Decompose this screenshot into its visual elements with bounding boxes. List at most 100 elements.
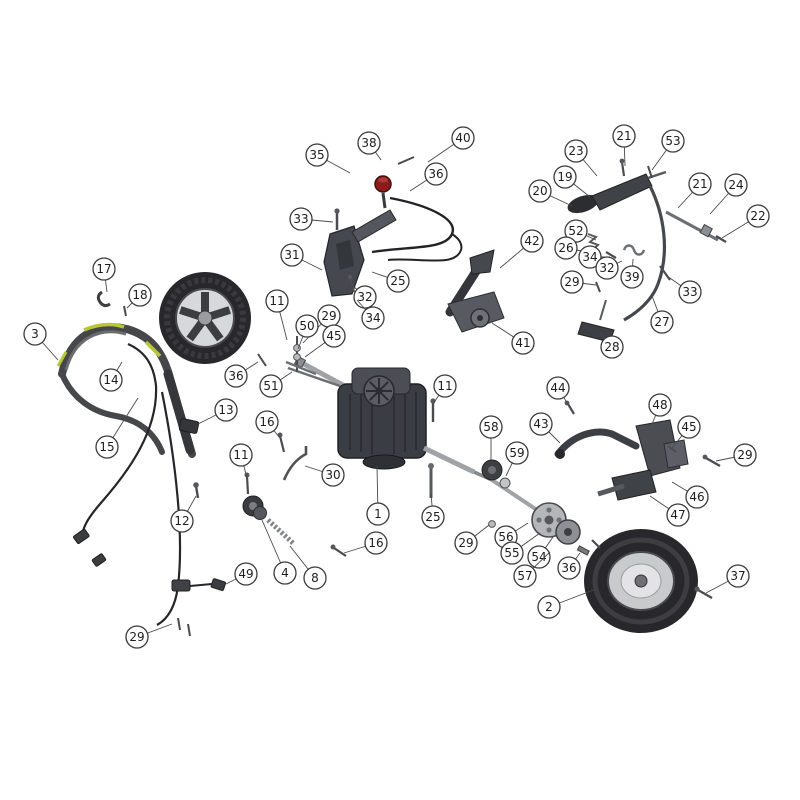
callout-balloon	[479, 415, 503, 439]
callout-number: 55	[504, 546, 519, 560]
callout-33: 33	[678, 280, 702, 304]
callout-balloon	[553, 165, 577, 189]
callout-balloon	[433, 374, 457, 398]
callout-balloon	[295, 314, 319, 338]
callout-balloon	[520, 229, 544, 253]
callout-balloon	[620, 265, 644, 289]
callout-number: 23	[568, 144, 583, 158]
callout-31: 31	[280, 243, 304, 267]
callout-19: 19	[553, 165, 577, 189]
callout-59: 59	[505, 441, 529, 465]
callout-18: 18	[128, 283, 152, 307]
callout-number: 51	[263, 379, 278, 393]
callout-balloon	[546, 376, 570, 400]
callout-number: 39	[624, 270, 639, 284]
callout-number: 21	[616, 129, 631, 143]
callout-balloon	[677, 415, 701, 439]
callout-40: 40	[451, 126, 475, 150]
callout-number: 25	[425, 510, 440, 524]
callout-number: 36	[428, 167, 443, 181]
cable-clip	[96, 290, 111, 308]
callout-number: 31	[284, 248, 299, 262]
callout-37: 37	[726, 564, 750, 588]
callout-balloon	[505, 441, 529, 465]
callout-58: 58	[479, 415, 503, 439]
callout-balloon	[511, 331, 535, 355]
callout-number: 13	[218, 403, 233, 417]
callout-57: 57	[513, 564, 537, 588]
callout-number: 28	[604, 340, 619, 354]
shift-lever-assembly	[445, 249, 505, 333]
callout-number: 38	[361, 136, 376, 150]
callout-balloon	[564, 139, 588, 163]
callout-balloon	[528, 179, 552, 203]
callout-number: 16	[368, 536, 383, 550]
callout-balloon	[280, 243, 304, 267]
callout-balloon	[99, 368, 123, 392]
callout-number: 43	[533, 417, 548, 431]
callout-balloon	[612, 124, 636, 148]
spring	[266, 518, 296, 546]
callout-balloon	[229, 443, 253, 467]
callout-number: 29	[564, 275, 579, 289]
callout-balloon	[170, 509, 194, 533]
callout-number: 49	[238, 567, 253, 581]
callout-balloon	[255, 410, 279, 434]
callout-balloon	[650, 310, 674, 334]
callout-45: 45	[677, 415, 701, 439]
callout-balloon	[364, 531, 388, 555]
callout-54: 54	[527, 545, 551, 569]
callout-1: 1	[366, 502, 390, 526]
callout-number: 19	[557, 170, 572, 184]
callout-balloon	[234, 562, 258, 586]
callout-29: 29	[560, 270, 584, 294]
callout-28: 28	[600, 335, 624, 359]
callout-number: 59	[509, 446, 524, 460]
callout-29: 29	[454, 531, 478, 555]
handle-assembly	[56, 322, 347, 557]
callout-14: 14	[99, 368, 123, 392]
callout-number: 11	[437, 379, 452, 393]
callout-30: 30	[321, 463, 345, 487]
callout-number: 35	[309, 148, 324, 162]
callout-balloon	[421, 505, 445, 529]
callout-balloon	[554, 236, 578, 260]
callout-balloon	[685, 485, 709, 509]
callout-27: 27	[650, 310, 674, 334]
callout-balloon	[265, 289, 289, 313]
callout-balloon	[386, 269, 410, 293]
callout-number: 41	[515, 336, 530, 350]
callout-45: 45	[322, 324, 346, 348]
callout-number: 3	[31, 327, 39, 341]
callout-13: 13	[214, 398, 238, 422]
callout-number: 11	[269, 294, 284, 308]
callout-16: 16	[364, 531, 388, 555]
callout-number: 16	[259, 415, 274, 429]
callout-number: 29	[737, 448, 752, 462]
callout-11: 11	[265, 289, 289, 313]
callout-29: 29	[317, 304, 341, 328]
callout-42: 42	[520, 229, 544, 253]
callout-number: 33	[293, 212, 308, 226]
callout-4: 4	[273, 561, 297, 585]
callout-balloon	[454, 531, 478, 555]
transmission-assembly	[287, 355, 493, 498]
callout-number: 29	[129, 630, 144, 644]
callout-55: 55	[500, 541, 524, 565]
callout-51: 51	[259, 374, 283, 398]
callout-12: 12	[170, 509, 194, 533]
callout-number: 37	[730, 569, 745, 583]
callout-36: 36	[424, 162, 448, 186]
callout-36: 36	[224, 364, 248, 388]
callout-49: 49	[234, 562, 258, 586]
rear-wheel	[584, 529, 698, 633]
callout-number: 34	[582, 250, 597, 264]
callout-25: 25	[421, 505, 445, 529]
cable-assembly	[73, 290, 227, 637]
callout-number: 46	[689, 490, 704, 504]
callout-balloon	[560, 270, 584, 294]
callout-number: 47	[670, 508, 685, 522]
callout-41: 41	[511, 331, 535, 355]
callout-number: 57	[517, 569, 532, 583]
